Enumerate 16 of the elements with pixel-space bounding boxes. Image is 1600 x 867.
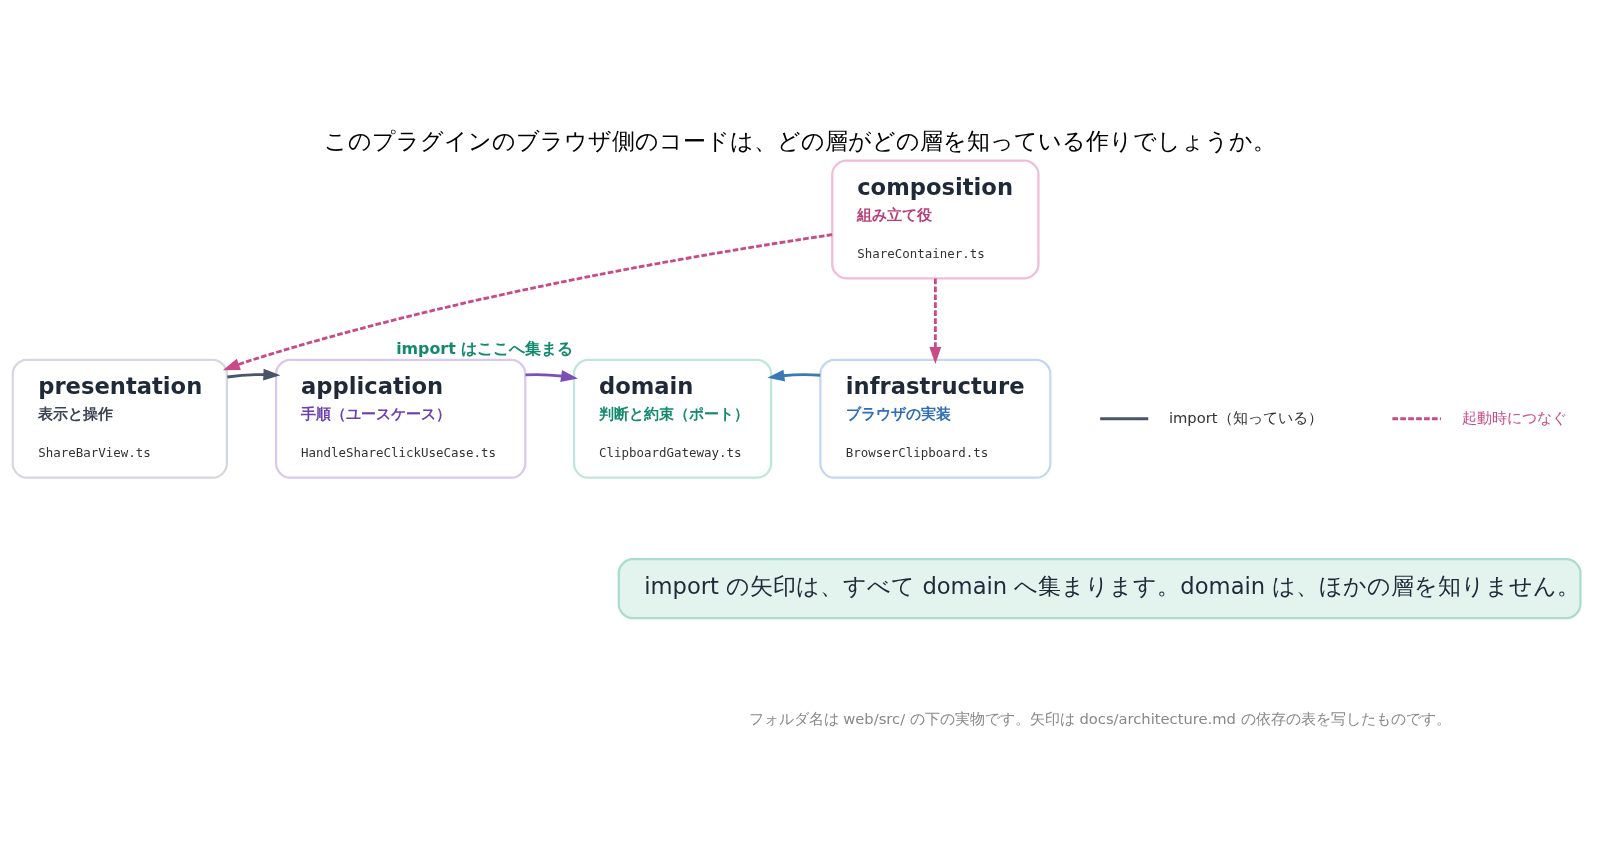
arrow: [525, 370, 578, 382]
node-box: infrastructure ブラウザの実装 BrowserClipboard.ts: [819, 358, 1052, 479]
node-box: presentation 表示と操作 ShareBarView.ts: [11, 358, 228, 479]
arrow: [929, 278, 942, 364]
legend-label: import（知っている）: [1168, 408, 1323, 426]
node-box: composition 組み立て役 ShareContainer.ts: [831, 159, 1040, 280]
node-label: import はここへ集まる: [396, 339, 574, 359]
arrow: [222, 233, 833, 371]
legend-label: 起動時につなぐ: [1461, 408, 1567, 426]
caption: フォルダ名は web/src/ の下の実物です。矢印は docs/architecture.md の依存の表を写したものです。: [748, 709, 1451, 727]
diagram-title: このプラグインのブラウザ側のコードは、どの層がどの層を知っている作りでしょうか。: [324, 128, 1276, 155]
node-box: application 手順（ユースケース） HandleShareClickUseCase.ts: [274, 358, 527, 479]
node-box: import の矢印は、すべて domain へ集まります。domain は、ほかの層を知りません。: [617, 558, 1582, 620]
arrow: [227, 368, 281, 381]
node-box: domain 判断と約束（ポート） ClipboardGateway.ts: [572, 358, 773, 479]
arrow: [767, 369, 821, 382]
